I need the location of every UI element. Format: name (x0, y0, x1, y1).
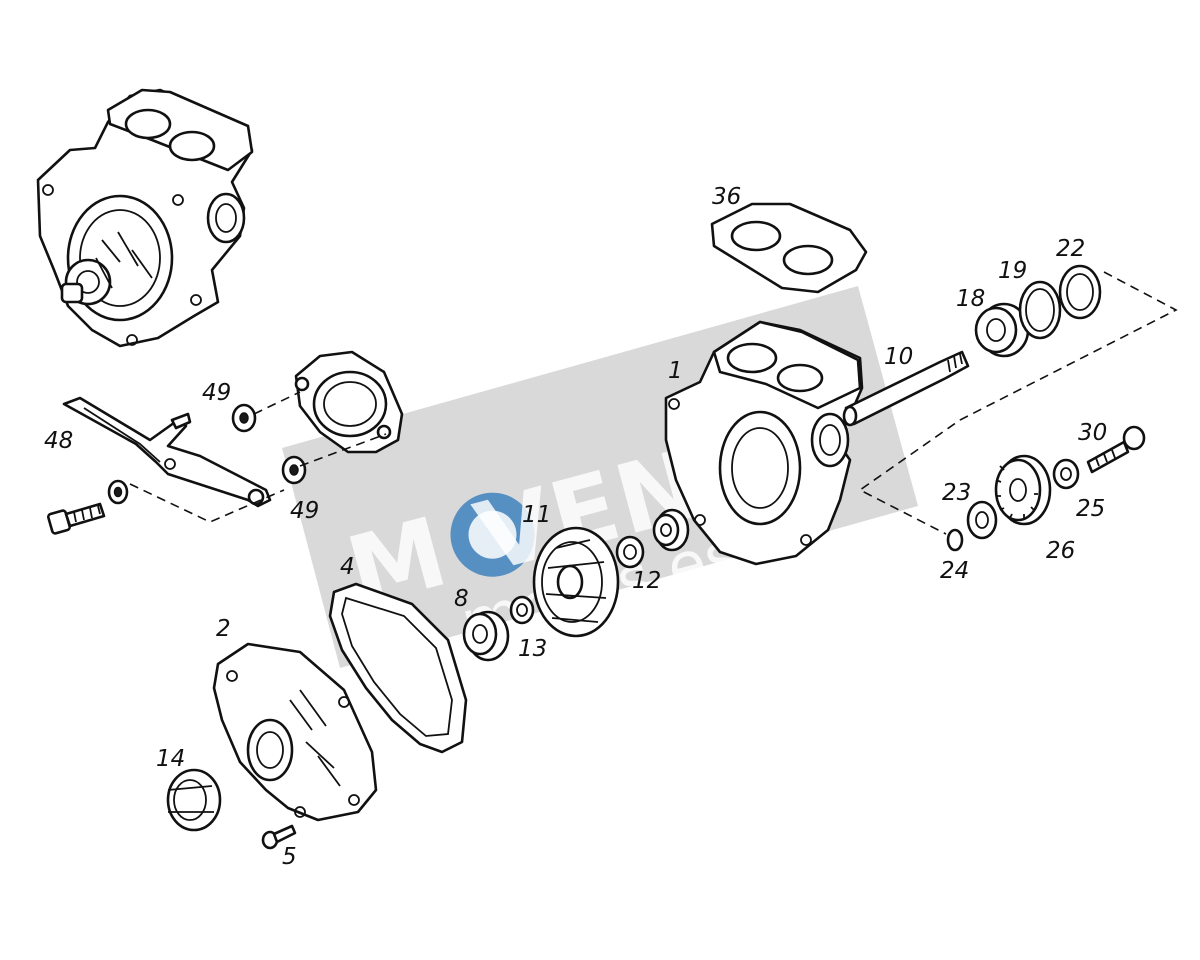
callout-8: 8 (454, 586, 469, 612)
assembly-leader-lines (129, 271, 1178, 535)
callout-48: 48 (44, 428, 73, 454)
callout-26: 26 (1046, 538, 1075, 564)
bearing-part-8 (462, 610, 510, 662)
callout-49-lower: 49 (290, 498, 319, 524)
bolt-part (47, 502, 106, 535)
circlip-part-19 (1018, 280, 1062, 340)
callout-labels: 1 2 4 5 8 10 11 12 13 14 18 19 22 23 24 … (44, 184, 1107, 870)
callout-18: 18 (956, 286, 985, 312)
assembled-pump-illustration (36, 88, 254, 348)
callout-23: 23 (942, 480, 971, 506)
callout-5: 5 (282, 844, 297, 870)
seal-part-14 (166, 768, 222, 832)
bracket-part-48 (62, 396, 272, 508)
callout-30: 30 (1078, 420, 1107, 446)
callout-4: 4 (340, 554, 355, 580)
impeller-part-11 (532, 526, 620, 638)
callout-25: 25 (1076, 496, 1105, 522)
callout-12: 12 (632, 568, 661, 594)
callout-22: 22 (1056, 236, 1085, 262)
seal-part-12 (615, 535, 645, 569)
bearing-part-18 (974, 302, 1030, 358)
circlip-part-24 (946, 528, 964, 552)
callout-36: 36 (712, 184, 741, 210)
watermark-wheel-hub (468, 510, 517, 559)
bolt-part-30 (1086, 425, 1146, 474)
callout-49-upper: 49 (202, 380, 231, 406)
callout-14: 14 (156, 746, 185, 772)
washer-part-49 (231, 403, 307, 485)
bearing-part-23 (966, 500, 998, 540)
shaft-part-10 (842, 350, 970, 427)
callout-19: 19 (998, 258, 1027, 284)
callout-24: 24 (940, 558, 969, 584)
callout-1: 1 (668, 358, 683, 384)
gasket-part-36 (710, 202, 868, 294)
cover-part-2 (212, 642, 378, 822)
screw-part-5 (261, 824, 297, 850)
washer-part-25 (1052, 458, 1080, 490)
ring-part-22 (1058, 264, 1102, 320)
adapter-flange-part (294, 350, 404, 454)
callout-11: 11 (522, 502, 551, 528)
pump-housing-part-1 (664, 320, 864, 566)
mechanical-seal-part (652, 508, 690, 552)
bushing-part-13 (509, 595, 535, 625)
callout-10: 10 (884, 344, 913, 370)
callout-13: 13 (518, 636, 547, 662)
callout-2: 2 (216, 616, 231, 642)
gasket-part-4 (328, 582, 468, 754)
gear-part-26 (994, 454, 1052, 526)
